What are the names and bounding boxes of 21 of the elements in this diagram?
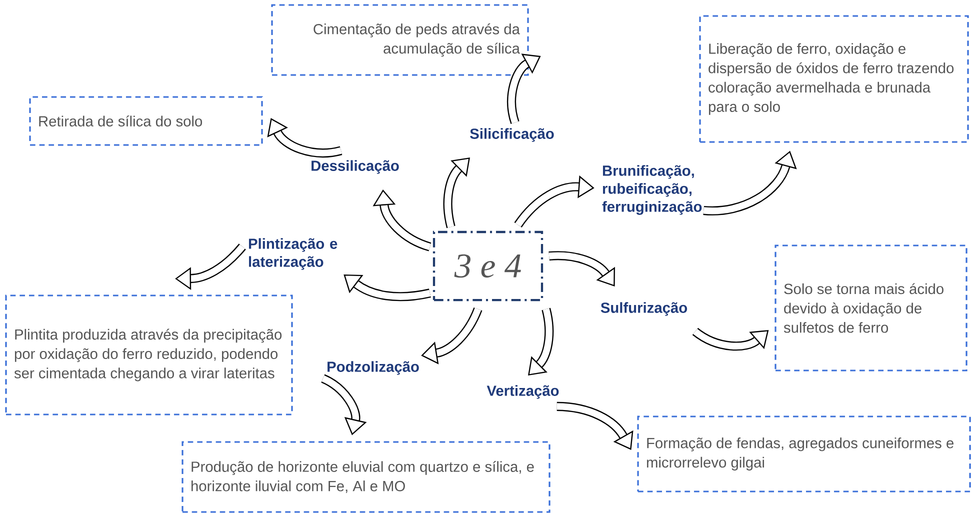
process-label: Vertização — [486, 385, 559, 399]
process-label: Sulfurização — [600, 302, 688, 316]
process-label: Plintização e laterização — [248, 238, 338, 270]
process-label: Silicificação — [470, 128, 554, 142]
description-box: Cimentação de peds através da acumulação de sílica — [271, 4, 529, 76]
process-label: Brunificação, rubeificação, ferruginização — [602, 165, 702, 215]
description-box: Solo se torna mais ácido devido à oxidação de sulfetos de ferro — [774, 244, 968, 372]
arrow — [556, 402, 634, 450]
center-box: 3 e 4 — [432, 230, 544, 302]
arrow — [267, 118, 342, 158]
arrow — [344, 274, 431, 302]
arrow — [692, 328, 769, 351]
description-box: Formação de fendas, agregados cuneiformes e microrrelevo gilgai — [637, 416, 971, 492]
description-box: Plintita produzida através da precipitação por oxidação do ferro reduzido, podendo ser cimentada chegando a virar lateritas — [5, 294, 293, 416]
process-label: Podzolização — [328, 361, 419, 375]
description-box: Retirada de sílica do solo — [29, 96, 263, 146]
process-label: Dessilicação — [312, 160, 399, 174]
arrow — [175, 244, 246, 290]
description-box: Liberação de ferro, oxidação e dispersão de óxidos de ferro trazendo coloração avermelhada e brunada para o solo — [699, 15, 969, 143]
arrow — [421, 307, 482, 364]
description-box: Produção de horizonte eluvial com quartzo e sílica, e horizonte iluvial com Fe, Al e MO — [182, 441, 550, 513]
